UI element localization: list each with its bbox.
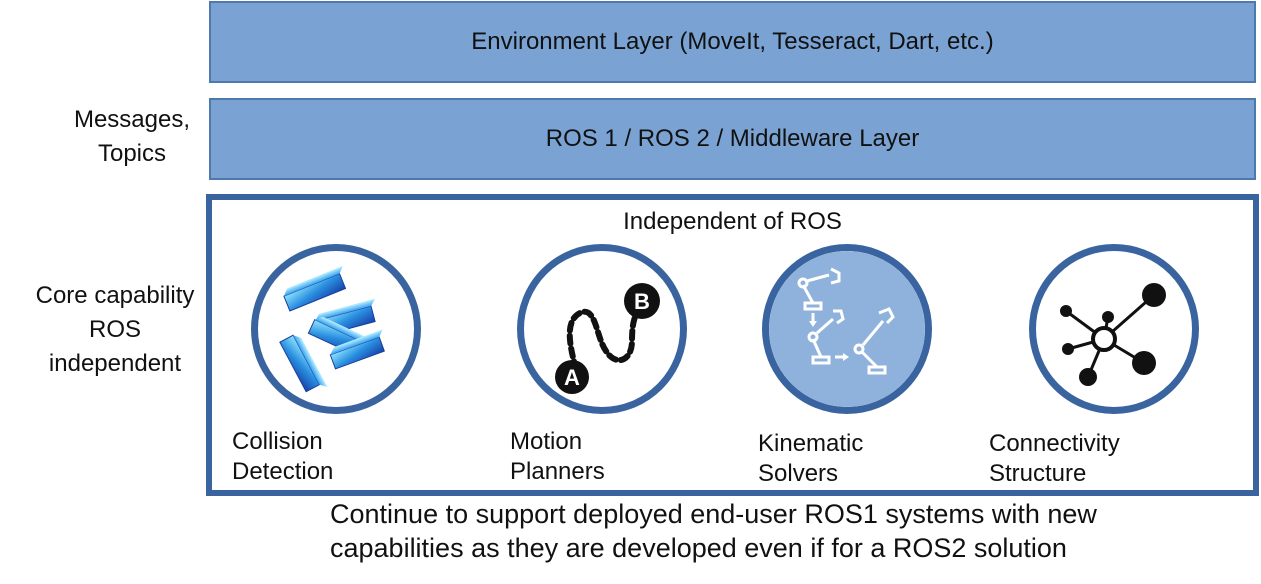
goal-marker-label: B bbox=[634, 289, 650, 314]
middleware-layer-box: ROS 1 / ROS 2 / Middleware Layer bbox=[209, 98, 1256, 180]
environment-layer-box: Environment Layer (MoveIt, Tesseract, Da… bbox=[209, 1, 1256, 83]
motion-label-line-2: Planners bbox=[510, 458, 605, 485]
connectivity-label-line-2: Structure bbox=[989, 460, 1087, 487]
core-capability-label: Core capability ROS independent bbox=[22, 279, 208, 381]
messages-label-line: Messages, bbox=[73, 106, 191, 133]
core-label-line-3: independent bbox=[48, 350, 182, 377]
goal-marker bbox=[624, 283, 660, 319]
kinematic-label-line-2: Solvers bbox=[758, 460, 839, 487]
kinematic-label-line-1: Kinematic bbox=[758, 430, 864, 457]
kinematic-solvers-label: Kinematic Solvers bbox=[758, 429, 863, 489]
motion-label-line-1: Motion bbox=[510, 428, 583, 455]
start-marker bbox=[555, 360, 589, 394]
motion-planners-label: Motion Planners bbox=[510, 427, 605, 487]
middleware-layer-label: ROS 1 / ROS 2 / Middleware Layer bbox=[545, 125, 920, 152]
environment-layer-label: Environment Layer (MoveIt, Tesseract, Da… bbox=[471, 28, 994, 55]
connectivity-structure-label: Connectivity Structure bbox=[989, 429, 1120, 489]
collision-detection-label: Collision Detection bbox=[232, 427, 333, 487]
core-label-line-2: ROS bbox=[88, 316, 141, 343]
motion-planners-circle: A B bbox=[517, 244, 687, 414]
core-box-title: Independent of ROS bbox=[623, 208, 842, 235]
network-graph-icon bbox=[1060, 283, 1166, 386]
connectivity-circle bbox=[1029, 244, 1199, 414]
footer-line-1: Continue to support deployed end-user RO… bbox=[330, 499, 1097, 529]
messages-topics-label: Messages, Topics bbox=[62, 103, 202, 171]
core-capability-box: Independent of ROS bbox=[206, 194, 1259, 496]
robot-arm-icon bbox=[769, 251, 925, 407]
kinematic-solvers-circle bbox=[762, 244, 932, 414]
collision-label-line-2: Detection bbox=[232, 458, 334, 485]
footer-line-2: capabilities as they are developed even … bbox=[330, 533, 1067, 563]
collision-label-line-1: Collision bbox=[232, 428, 323, 455]
start-marker-label: A bbox=[564, 365, 580, 390]
core-label-line-1: Core capability bbox=[35, 282, 195, 309]
connectivity-label-line-1: Connectivity bbox=[989, 430, 1120, 457]
collision-cubes-icon bbox=[279, 265, 385, 393]
footer-note: Continue to support deployed end-user RO… bbox=[330, 497, 1230, 565]
topics-label-line: Topics bbox=[97, 140, 167, 167]
path-a-to-b-icon: A B bbox=[555, 283, 660, 394]
collision-circle bbox=[251, 244, 421, 414]
